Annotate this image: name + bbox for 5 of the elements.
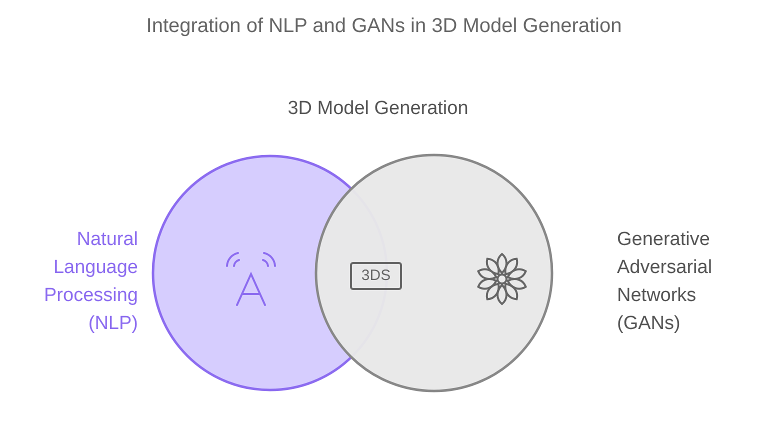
set-label: Generative Adversarial Networks (GANs) [617,228,714,336]
set-label: Natural Language Processing (NLP) [43,228,138,336]
intersection-label: 3D Model Generation [286,98,470,120]
file-format-icon: 3DS [350,262,402,290]
diagram-title: Integration of NLP and GANs in 3D Model Generation [145,15,623,38]
